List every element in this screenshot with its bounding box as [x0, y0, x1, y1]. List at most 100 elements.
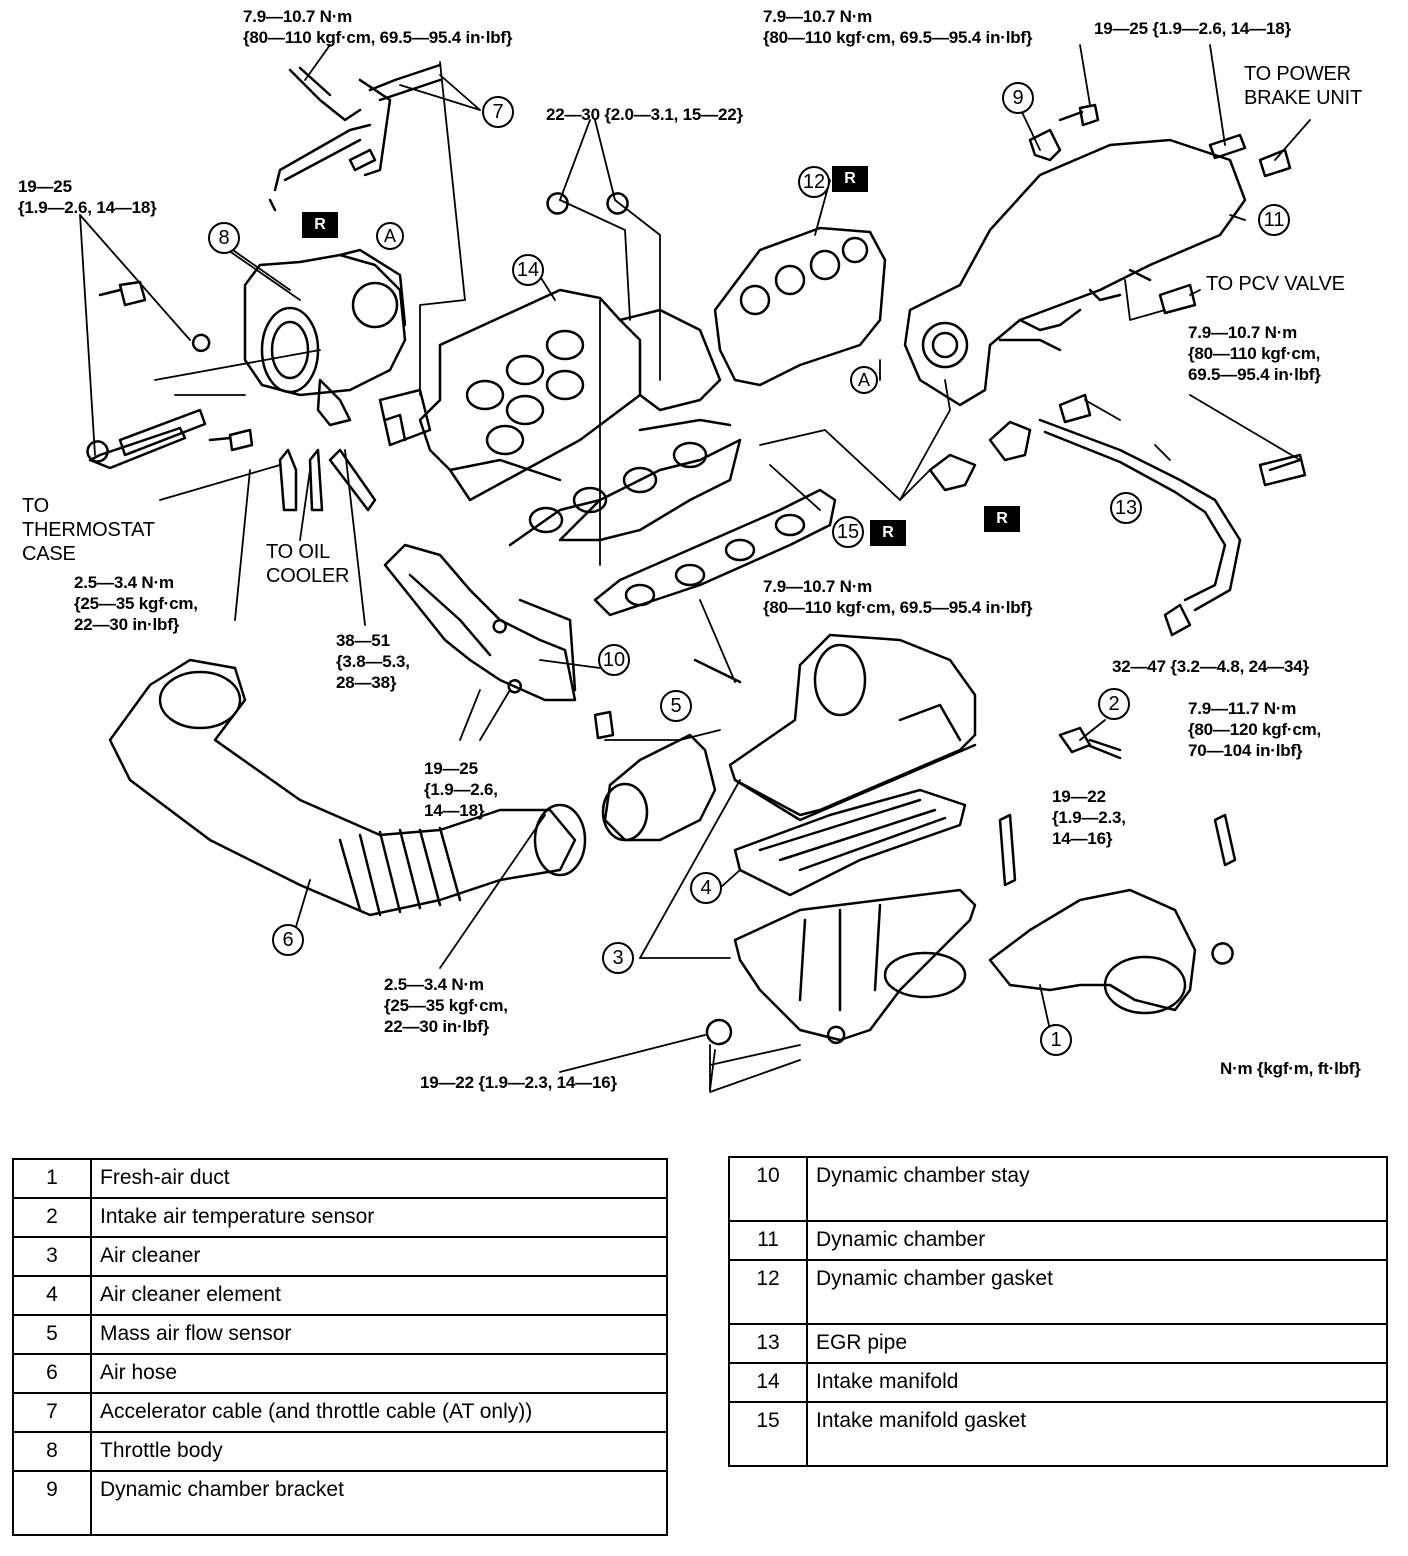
- legend-part-name: Dynamic chamber stay: [806, 1156, 1388, 1222]
- callout-2: 2: [1098, 688, 1130, 720]
- torque-label-hose-clamp-upper: 2.5—3.4 N·m {25—35 kgf·cm, 22—30 in·lbf}: [74, 573, 198, 634]
- dynamic-chamber-drawing: [903, 138, 1247, 407]
- legend-part-name: Dynamic chamber bracket: [90, 1470, 668, 1536]
- legend-part-name: Air cleaner: [90, 1236, 668, 1277]
- note-pcv-valve: TO PCV VALVE: [1206, 273, 1345, 295]
- torque-label-air-cleaner-bolt: 7.9—10.7 N·m {80—110 kgf·cm, 69.5—95.4 i…: [763, 577, 1033, 617]
- replace-mark-chamber-gasket: R: [832, 166, 868, 192]
- legend-part-name: Dynamic chamber: [806, 1220, 1388, 1261]
- replace-mark-throttle-gasket: R: [302, 212, 338, 238]
- dynamic-chamber-bracket-drawing: [1028, 103, 1100, 162]
- connector-a-throttle: A: [376, 222, 404, 250]
- legend-part-number: 1: [12, 1158, 92, 1199]
- torque-label-throttle-bolts: 19—25 {1.9—2.6, 14—18}: [18, 177, 157, 217]
- callout-9: 9: [1002, 82, 1034, 114]
- torque-label-stay-bolts: 19—25 {1.9—2.6, 14—18}: [424, 759, 498, 820]
- legend-part-name: Intake manifold: [806, 1362, 1388, 1403]
- legend-part-number: 4: [12, 1275, 92, 1316]
- air-cleaner-element-drawing: [733, 788, 967, 897]
- throttle-body-drawing: [88, 248, 407, 512]
- intake-manifold-gasket-drawing: [593, 488, 837, 617]
- dynamic-chamber-gasket-drawing: [713, 226, 887, 387]
- diagram-drawing: [79, 44, 1311, 1093]
- legend-part-name: Throttle body: [90, 1431, 668, 1472]
- callout-7: 7: [482, 96, 514, 128]
- intake-air-temperature-sensor-drawing: [1058, 726, 1122, 760]
- legend-part-name: Dynamic chamber gasket: [806, 1259, 1388, 1325]
- callout-5: 5: [660, 690, 692, 722]
- mass-air-flow-sensor-drawing: [593, 710, 717, 842]
- air-hose-drawing: [108, 658, 587, 917]
- legend-part-number: 13: [728, 1323, 808, 1364]
- legend-part-name: Air hose: [90, 1353, 668, 1394]
- callout-11: 11: [1258, 204, 1290, 236]
- legend-part-number: 12: [728, 1259, 808, 1325]
- legend-part-number: 14: [728, 1362, 808, 1403]
- torque-label-manifold-nuts: 22—30 {2.0—3.1, 15—22}: [546, 105, 743, 124]
- legend-part-name: Accelerator cable (and throttle cable (A…: [90, 1392, 668, 1433]
- note-thermostat-case: TO THERMOSTAT CASE: [22, 495, 155, 565]
- callout-15: 15: [832, 516, 864, 548]
- accelerator-cable-drawing: [268, 63, 442, 212]
- legend-part-name: EGR pipe: [806, 1323, 1388, 1364]
- legend-part-number: 5: [12, 1314, 92, 1355]
- air-cleaner-case-drawing: [733, 888, 977, 1045]
- torque-label-accelerator-bracket: 7.9—10.7 N·m {80—110 kgf·cm, 69.5—95.4 i…: [243, 7, 513, 47]
- legend-part-name: Intake manifold gasket: [806, 1401, 1388, 1467]
- torque-label-duct-bolt: 7.9—11.7 N·m {80—120 kgf·cm, 70—104 in·l…: [1188, 699, 1322, 760]
- callout-1: 1: [1040, 1024, 1072, 1056]
- callout-8: 8: [208, 222, 240, 254]
- leader-lines: [79, 44, 1311, 1093]
- legend-part-number: 9: [12, 1470, 92, 1536]
- legend-part-name: Air cleaner element: [90, 1275, 668, 1316]
- legend-part-number: 3: [12, 1236, 92, 1277]
- callout-13: 13: [1110, 492, 1142, 524]
- callout-6: 6: [272, 924, 304, 956]
- note-oil-cooler: TO OIL COOLER: [266, 541, 350, 587]
- torque-label-egr-nut: 32—47 {3.2—4.8, 24—34}: [1112, 657, 1309, 676]
- callout-10: 10: [598, 644, 630, 676]
- torque-label-case-nut: 19—22 {1.9—2.3, 14—16}: [420, 1073, 617, 1092]
- connector-a-chamber: A: [850, 366, 878, 394]
- torque-label-hose-clamp-lower: 2.5—3.4 N·m {25—35 kgf·cm, 22—30 in·lbf}: [384, 975, 508, 1036]
- units-note: N·m {kgf·m, ft·lbf}: [1220, 1059, 1361, 1078]
- torque-label-case-bolt: 19—22 {1.9—2.3, 14—16}: [1052, 787, 1126, 848]
- legend-part-number: 6: [12, 1353, 92, 1394]
- callout-14: 14: [512, 254, 544, 286]
- torque-label-stud-bolt: 38—51 {3.8—5.3, 28—38}: [336, 631, 410, 692]
- torque-label-bracket-bolt: 7.9—10.7 N·m {80—110 kgf·cm, 69.5—95.4 i…: [763, 7, 1033, 47]
- legend-part-number: 2: [12, 1197, 92, 1238]
- callout-12: 12: [798, 166, 830, 198]
- replace-mark-manifold-gasket: R: [870, 520, 906, 546]
- egr-pipe-drawing: [928, 393, 1307, 637]
- fresh-air-duct-drawing: [988, 888, 1234, 1015]
- replace-mark-egr-gasket: R: [984, 506, 1020, 532]
- legend-part-number: 11: [728, 1220, 808, 1261]
- legend-part-name: Mass air flow sensor: [90, 1314, 668, 1355]
- dynamic-chamber-stay-drawing: [383, 543, 577, 702]
- callout-4: 4: [690, 872, 722, 904]
- intake-manifold-drawing: [378, 288, 742, 547]
- exploded-diagram: 7.9—10.7 N·m {80—110 kgf·cm, 69.5—95.4 i…: [18, 7, 1363, 1093]
- legend-part-number: 8: [12, 1431, 92, 1472]
- legend-part-number: 10: [728, 1156, 808, 1222]
- bolt-drawings: [86, 133, 1302, 1046]
- air-cleaner-cover-drawing: [728, 633, 977, 822]
- legend-part-number: 7: [12, 1392, 92, 1433]
- note-power-brake-unit: TO POWER BRAKE UNIT: [1244, 63, 1363, 109]
